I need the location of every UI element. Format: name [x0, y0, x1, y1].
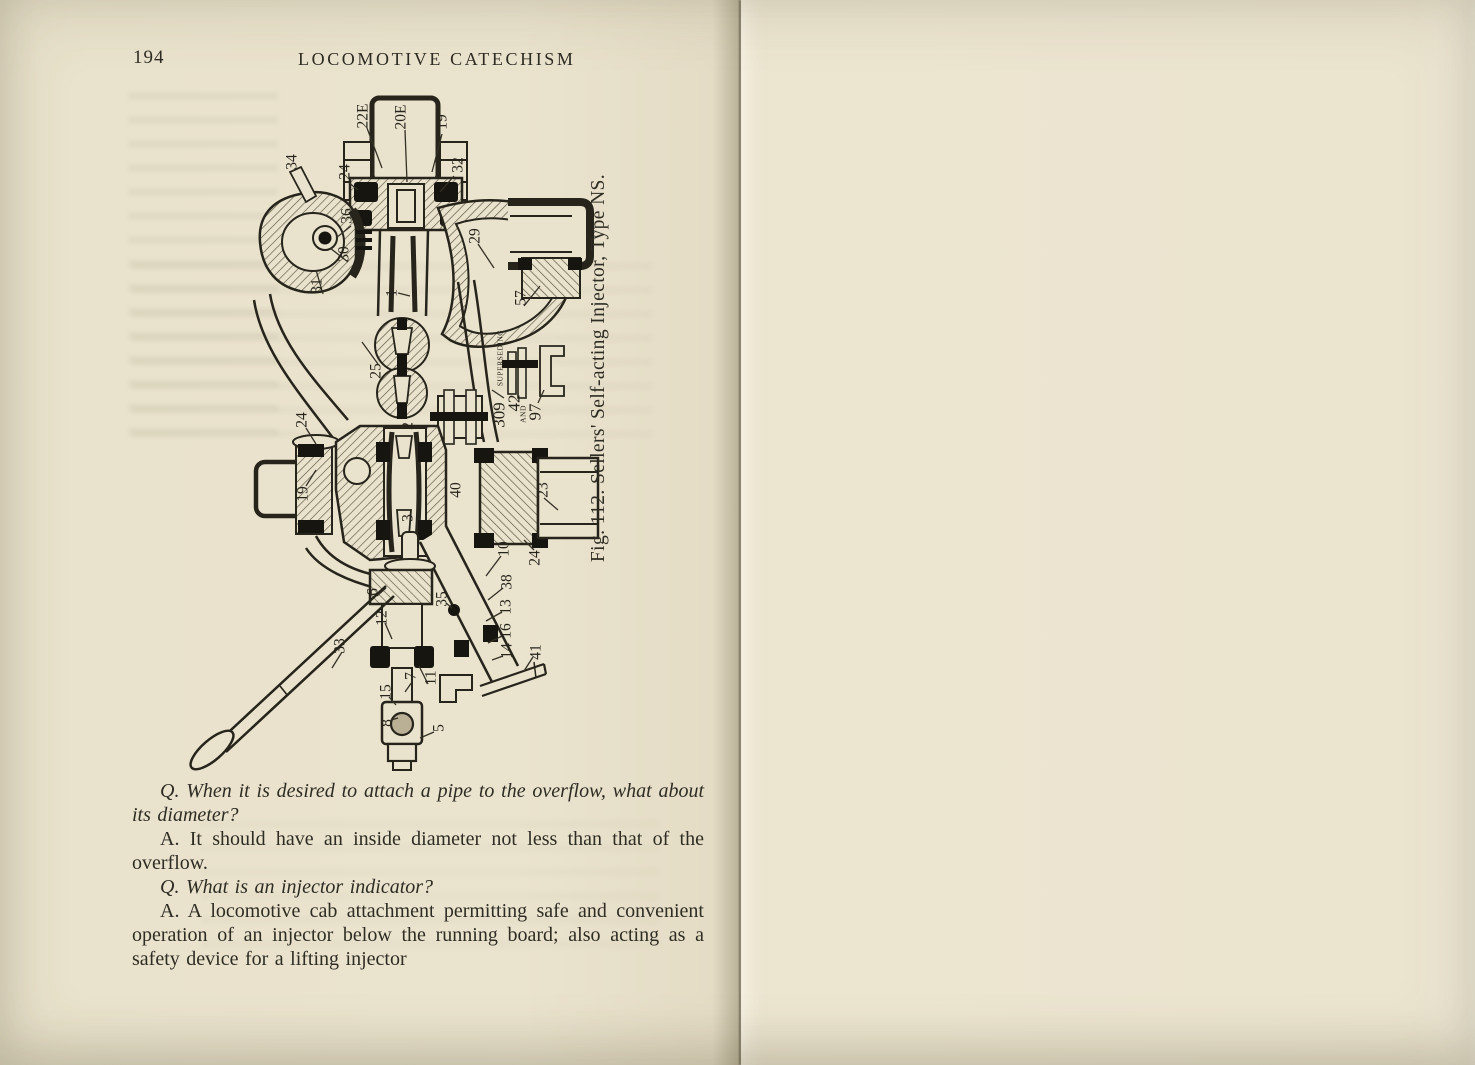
page-right: THE INJECTOR 195 when the dip-pipe is fi… [740, 0, 1475, 1065]
figure-callout-label: 29 [466, 228, 484, 244]
gutter-highlight [741, 0, 767, 1065]
figure-callout-label: 34 [283, 154, 301, 170]
figure-callout-label: 31 [308, 278, 326, 294]
left-page-text: Q. When it is desired to attach a pipe t… [132, 779, 704, 971]
figure-112-caption: Fig. 112. Sellers' Self-acting Injector,… [588, 173, 609, 563]
figure-callout-label: 33 [331, 638, 349, 654]
figure-callout-label: 35 [433, 591, 451, 607]
figure-callout-label: 20E [392, 104, 410, 130]
figure-callout-label: 22E [354, 103, 372, 129]
running-title-left: LOCOMOTIVE CATECHISM [298, 49, 576, 69]
figure-callout-label: 7 [402, 672, 420, 680]
figure-callout-label: 6 [364, 588, 382, 596]
figure-callout-label: 5 [430, 724, 448, 732]
injector-cross-section-drawing [189, 95, 600, 771]
question-paragraph: Q. When it is desired to attach a pipe t… [132, 780, 704, 826]
figure-callout-label: 3 [399, 514, 417, 522]
figure-callout-label: 13 [497, 599, 515, 615]
figure-callout-label: 1 [383, 289, 401, 297]
figure-callout-label: 16 [497, 623, 515, 639]
figure-callout-label: 97 [525, 403, 545, 421]
figure-callout-label: 11 [422, 670, 440, 686]
figure-callout-label: 24 [336, 164, 354, 180]
figure-callout-label: 19 [433, 114, 451, 130]
figure-callout-label: SUPERSEDING [495, 329, 505, 387]
question-paragraph: Q. What is an injector indicator? [160, 876, 434, 898]
figure-callout-label: 24 [293, 412, 311, 428]
figure-callout-label: 40 [447, 482, 465, 498]
figure-callout-label: 10 [495, 541, 513, 557]
figure-callout-label: 23 [534, 482, 552, 498]
figure-callout-label: 30 [335, 246, 353, 262]
paragraph: A. It should have an inside diameter not… [132, 828, 704, 874]
figure-callout-label: 38 [498, 574, 516, 590]
figure-callout-label: 36 [338, 208, 356, 224]
figure-callout-label: 32 [449, 157, 467, 173]
figure-callout-label: 15 [377, 684, 395, 700]
page-number-left: 194 [133, 47, 165, 68]
gutter-shadow [712, 0, 739, 1065]
page-left: 194 LOCOMOTIVE CATECHISM [0, 0, 740, 1065]
figure-callout-label: 2 [399, 422, 417, 430]
gutter-crease-line [739, 0, 741, 1065]
figure-callout-label: 24 [526, 550, 544, 566]
figure-callout-label: 12 [373, 610, 391, 626]
figure-callout-label: 19 [294, 486, 312, 502]
figure-callout-label: 57 [512, 290, 530, 306]
figure-callout-label: 8 [378, 719, 396, 727]
figure-callout-label: 41 [527, 644, 545, 660]
paragraph: A. A locomotive cab attachment permittin… [132, 900, 704, 970]
figure-callout-label: 14 [498, 643, 516, 659]
figure-callout-label: 25 [367, 363, 385, 379]
